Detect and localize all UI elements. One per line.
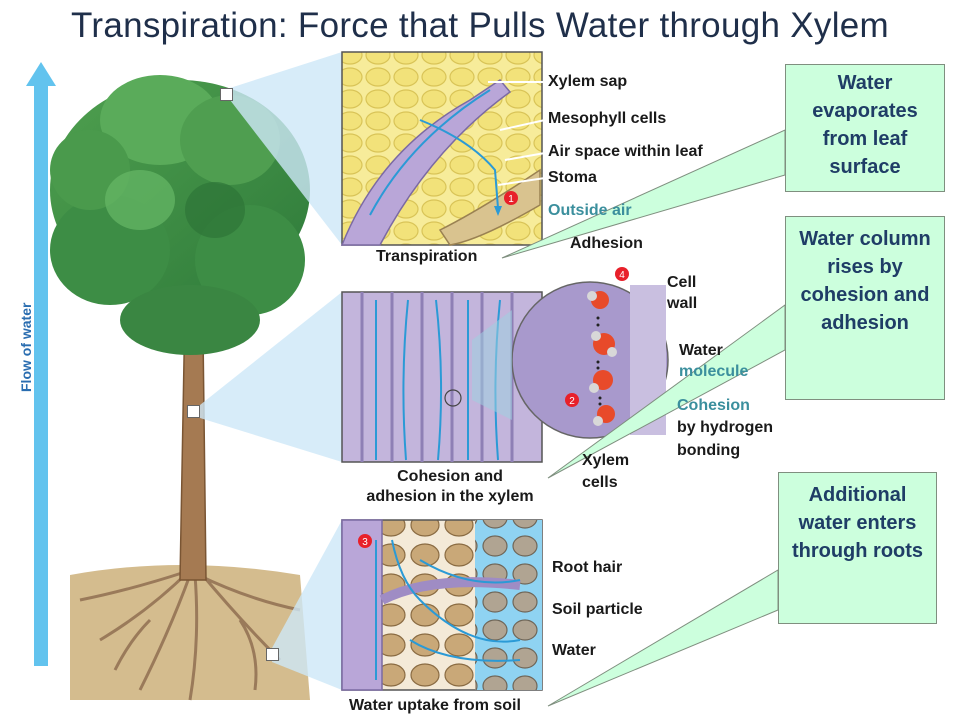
zoom-connector-stem (200, 292, 342, 462)
zoom-connector-root (272, 520, 342, 690)
step-3-label: 3 (362, 537, 368, 548)
label-cohesion-line3: bonding (677, 442, 741, 459)
label-xylem-line1: Xylem (582, 452, 630, 469)
label-root-hair: Root hair (552, 559, 623, 576)
leaf-xylem-vein (340, 79, 512, 246)
label-water-line1: Water (679, 342, 723, 359)
zoom-connector-leaf (230, 52, 342, 245)
step-badges: 1 2 3 4 (358, 191, 629, 548)
label-molecule-line2: molecule (679, 363, 749, 380)
caption-water-uptake: Water uptake from soil (349, 697, 521, 714)
callout-pointer-3 (547, 569, 779, 707)
root-zoom-marker (266, 648, 279, 661)
label-cohesion-line2: by hydrogen (677, 419, 774, 436)
label-leaders (488, 81, 546, 186)
root-panel (341, 519, 543, 691)
caption-cohesion-line1: Cohesion and (397, 468, 503, 485)
label-wall-line2: wall (667, 295, 698, 312)
flow-arrow-shaft (34, 84, 48, 666)
leaf-panel (340, 51, 543, 246)
caption-cohesion-line2: adhesion in the xylem (366, 488, 534, 505)
step-1-label: 1 (508, 194, 514, 205)
caption-transpiration: Transpiration (376, 248, 478, 265)
label-water: Water (552, 642, 596, 659)
step-4-label: 4 (619, 270, 625, 281)
ground (70, 565, 310, 700)
label-adhesion: Adhesion (570, 235, 643, 252)
magnified-cohesion-circle (472, 281, 669, 439)
page-title: Transpiration: Force that Pulls Water th… (70, 6, 890, 45)
step-2-label: 2 (569, 396, 575, 407)
label-cell-line1: Cell (667, 274, 697, 291)
water-molecules (587, 291, 617, 426)
flow-arrow-head (26, 62, 56, 86)
label-cohesion-line1: Cohesion (677, 397, 750, 414)
callout-evaporation: Water evaporates from leaf surface (785, 64, 945, 192)
callout-cohesion: Water column rises by cohesion and adhes… (785, 216, 945, 400)
label-cells-line2: cells (582, 474, 618, 491)
label-outside-air: Outside air (548, 202, 632, 219)
label-air-space: Air space within leaf (548, 143, 703, 160)
label-soil-particle: Soil particle (552, 601, 643, 618)
leaf-zoom-marker (220, 88, 233, 101)
label-stoma: Stoma (548, 169, 597, 186)
label-mesophyll-cells: Mesophyll cells (548, 110, 667, 127)
stem-zoom-marker (187, 405, 200, 418)
label-xylem-sap: Xylem sap (548, 73, 628, 90)
callout-roots: Additional water enters through roots (778, 472, 937, 624)
